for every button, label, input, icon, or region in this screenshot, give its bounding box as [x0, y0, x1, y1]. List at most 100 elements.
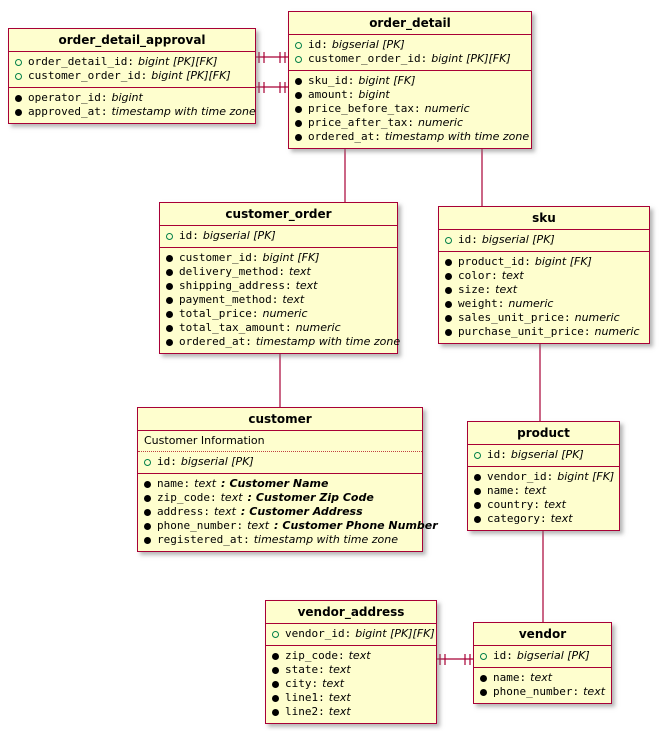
table-title: order_detail — [289, 12, 531, 35]
column-icon — [445, 258, 452, 266]
column-row: country:text — [474, 498, 613, 512]
column-name: id — [179, 229, 193, 242]
colon-separator: : — [100, 91, 108, 104]
column-type: numeric — [295, 321, 341, 334]
column-icon — [166, 324, 173, 332]
key-row: id:bigserial [PK] — [445, 233, 643, 247]
section-divider — [468, 466, 619, 467]
column-name: id — [157, 455, 171, 468]
column-comment: Customer Phone Number — [282, 519, 438, 532]
key-row: order_detail_id:bigint [PK][FK] — [15, 55, 249, 69]
column-row: weight:numeric — [445, 297, 643, 311]
column-row: registered_at:timestamp with time zone — [144, 533, 416, 547]
column-icon — [480, 674, 487, 682]
column-row: line2:text — [272, 705, 430, 719]
column-row: category:text — [474, 512, 613, 526]
colon-separator: : — [497, 297, 505, 310]
column-row: color:text — [445, 269, 643, 283]
column-type: bigint [FK] — [534, 255, 592, 268]
column-name: line2 — [285, 705, 319, 718]
column-row: name:text:Customer Name — [144, 477, 416, 491]
table-title: sku — [439, 207, 649, 230]
column-type: text — [288, 265, 311, 278]
column-type: bigint [FK] — [557, 470, 615, 483]
column-name: customer_id — [179, 251, 252, 264]
column-icon — [144, 508, 151, 516]
column-type: timestamp with time zone — [111, 105, 256, 118]
table-title: vendor — [474, 623, 611, 646]
column-comment: Customer Name — [229, 477, 329, 490]
column-row: operator_id:bigint — [15, 91, 249, 105]
column-type: numeric — [417, 116, 464, 129]
column-row: delivery_method:text — [166, 265, 391, 279]
column-name: ordered_at — [179, 335, 246, 348]
colon-separator: : — [271, 293, 279, 306]
column-row: ordered_at:timestamp with time zone — [166, 335, 400, 349]
column-type: text — [322, 677, 345, 690]
column-type: bigserial [PK] — [516, 649, 590, 662]
colon-separator: : — [513, 484, 521, 497]
column-type: text — [194, 477, 217, 490]
colon-separator: : — [236, 519, 244, 532]
column-icon — [166, 310, 173, 318]
colon-separator: : — [311, 677, 319, 690]
primary-key-icon — [445, 236, 452, 244]
column-type: text — [524, 484, 547, 497]
key-section: id:bigserial [PK]customer_order_id:bigin… — [289, 35, 531, 70]
column-name: amount — [308, 88, 348, 101]
column-type: text — [247, 519, 270, 532]
column-row: size:text — [445, 283, 643, 297]
section-divider — [266, 645, 436, 646]
column-comment: Customer Address — [249, 505, 363, 518]
column-type: numeric — [262, 307, 308, 320]
colon-separator: : — [420, 52, 428, 65]
column-row: payment_method:text — [166, 293, 391, 307]
colon-separator: : — [572, 685, 580, 698]
column-icon — [272, 652, 279, 660]
column-type: text — [583, 685, 606, 698]
column-name: payment_method — [179, 293, 272, 306]
column-row: ordered_at:timestamp with time zone — [295, 130, 529, 144]
column-name: sales_unit_price — [458, 311, 564, 324]
column-icon — [15, 108, 22, 116]
table-title: vendor_address — [266, 601, 436, 624]
column-type: bigint — [358, 88, 390, 101]
column-name: shipping_address — [179, 279, 285, 292]
column-icon — [295, 119, 302, 127]
colon-separator: : — [243, 533, 250, 546]
section-divider — [289, 70, 531, 71]
table-title: order_detail_approval — [9, 29, 255, 52]
column-row: phone_number:text:Customer Phone Number — [144, 519, 438, 533]
column-icon — [295, 91, 302, 99]
colon-separator: : — [519, 671, 527, 684]
key-row: id:bigserial [PK] — [474, 448, 613, 462]
colon-separator: : — [127, 55, 134, 68]
column-row: product_id:bigint [FK] — [445, 255, 643, 269]
column-name: price_before_tax — [308, 102, 414, 115]
column-row: address:text:Customer Address — [144, 505, 416, 519]
key-section: order_detail_id:bigint [PK][FK]customer_… — [9, 52, 255, 87]
column-type: bigint [FK] — [262, 251, 320, 264]
primary-key-icon — [480, 652, 487, 660]
column-name: id — [493, 649, 507, 662]
column-icon — [272, 708, 279, 716]
column-name: address — [157, 505, 204, 518]
column-row: name:text — [474, 484, 613, 498]
colon-separator: : — [546, 470, 554, 483]
column-type: text — [348, 649, 371, 662]
column-row: approved_at:timestamp with time zone — [15, 105, 256, 119]
column-name: total_price — [179, 307, 252, 320]
column-type: text — [295, 279, 318, 292]
column-type: bigint — [111, 91, 143, 104]
column-type: bigint [PK][FK] — [137, 55, 218, 68]
column-name: vendor_id — [285, 627, 345, 640]
column-icon — [295, 133, 302, 141]
column-name: weight — [458, 297, 498, 310]
colon-separator: : — [251, 307, 259, 320]
column-row: purchase_unit_price:numeric — [445, 325, 643, 339]
colon-separator: : — [251, 251, 259, 264]
